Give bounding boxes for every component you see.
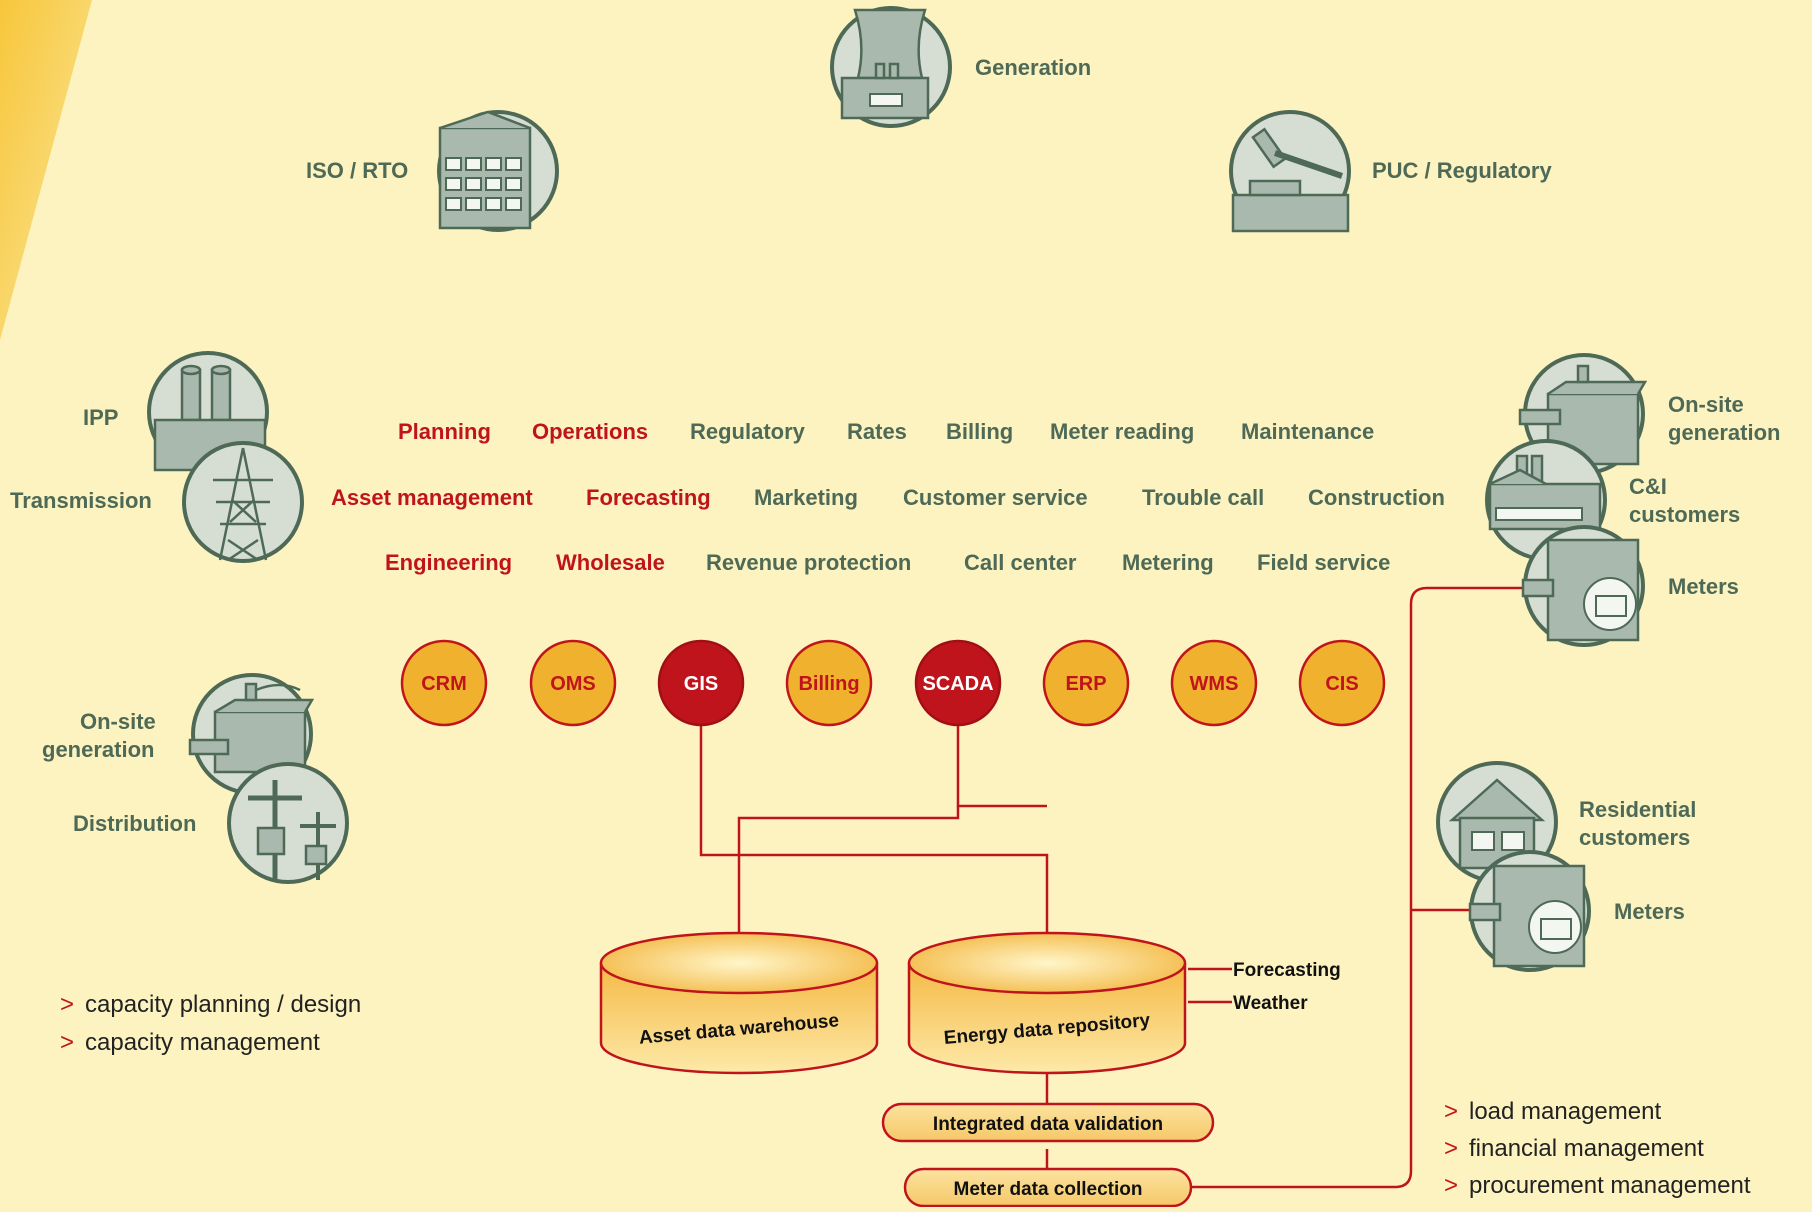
bullet-financial-management: financial management	[1469, 1135, 1704, 1162]
function-trouble-call: Trouble call	[1142, 485, 1264, 510]
function-billing: Billing	[946, 419, 1013, 444]
transmission-tower-icon	[182, 441, 304, 563]
system-label-cis: CIS	[1325, 673, 1358, 695]
business-functions: Planning Operations Regulatory Rates Bil…	[331, 419, 1445, 575]
function-maintenance: Maintenance	[1241, 419, 1374, 444]
meter-icon	[1521, 525, 1645, 647]
system-node-wms	[1170, 639, 1258, 727]
function-revenue-protection: Revenue protection	[706, 550, 911, 575]
system-node-erp	[1042, 639, 1130, 727]
bullets-left: > capacity planning / design > capacity …	[60, 991, 361, 1056]
system-label-scada: SCADA	[922, 673, 993, 695]
onsite-generation-right-line2: generation	[1668, 420, 1780, 445]
onsite-generation-left-line2: generation	[42, 737, 154, 762]
bullet-marker: >	[60, 991, 74, 1018]
residential-customers-line2: customers	[1579, 825, 1690, 850]
residential-customers-line1: Residential	[1579, 797, 1696, 822]
ipp-label: IPP	[83, 405, 118, 430]
system-node-billing	[785, 639, 873, 727]
bullet-capacity-management: capacity management	[85, 1029, 320, 1056]
asset-data-warehouse-cylinder: Asset data warehouse	[599, 931, 879, 1075]
function-regulatory: Regulatory	[690, 419, 806, 444]
bullet-load-management: load management	[1469, 1098, 1661, 1125]
integrated-data-validation-label: Integrated data validation	[933, 1114, 1163, 1135]
meters-bottom-label: Meters	[1614, 899, 1685, 924]
function-call-center: Call center	[964, 550, 1077, 575]
meter-data-collection-label: Meter data collection	[954, 1179, 1143, 1200]
system-node-scada	[914, 639, 1002, 727]
ci-customers-line2: customers	[1629, 502, 1740, 527]
corner-wedge	[0, 0, 92, 340]
bullet-marker: >	[60, 1029, 74, 1056]
utility-pole-icon	[227, 762, 349, 884]
generation-icon	[830, 6, 952, 128]
function-forecasting: Forecasting	[586, 485, 711, 510]
system-node-crm	[400, 639, 488, 727]
generation-label: Generation	[975, 55, 1091, 80]
function-wholesale: Wholesale	[556, 550, 665, 575]
puc-regulatory-label: PUC / Regulatory	[1372, 158, 1552, 183]
function-marketing: Marketing	[754, 485, 858, 510]
meter-data-collection-box	[903, 1167, 1193, 1208]
function-planning: Planning	[398, 419, 491, 444]
meter-icon	[1468, 850, 1591, 972]
function-meter-reading: Meter reading	[1050, 419, 1194, 444]
bullet-capacity-planning: capacity planning / design	[85, 991, 361, 1018]
office-building-icon	[437, 110, 559, 232]
bullet-marker: >	[1444, 1098, 1458, 1125]
weather-input-label: Weather	[1233, 993, 1308, 1014]
bullets-right: > load management > financial management…	[1444, 1098, 1751, 1199]
forecasting-input-label: Forecasting	[1233, 960, 1341, 981]
bullet-marker: >	[1444, 1172, 1458, 1199]
bullet-marker: >	[1444, 1135, 1458, 1162]
function-engineering: Engineering	[385, 550, 512, 575]
bullet-procurement-management: procurement management	[1469, 1172, 1751, 1199]
ci-customers-line1: C&I	[1629, 474, 1667, 499]
function-asset-management: Asset management	[331, 485, 533, 510]
function-customer-service: Customer service	[903, 485, 1088, 510]
system-label-billing: Billing	[798, 673, 859, 695]
system-label-gis: GIS	[684, 673, 718, 695]
system-label-crm: CRM	[421, 673, 467, 695]
function-construction: Construction	[1308, 485, 1445, 510]
system-label-oms: OMS	[550, 673, 596, 695]
energy-data-repository-cylinder: Energy data repository	[907, 931, 1187, 1075]
system-node-oms	[529, 639, 617, 727]
distribution-label: Distribution	[73, 811, 196, 836]
integrated-data-validation-box	[881, 1102, 1215, 1143]
onsite-generation-right-line1: On-site	[1668, 392, 1744, 417]
system-node-cis	[1298, 639, 1386, 727]
connector-lines	[699, 586, 1523, 1189]
system-label-wms: WMS	[1190, 673, 1239, 695]
function-metering: Metering	[1122, 550, 1214, 575]
iso-rto-label: ISO / RTO	[306, 158, 408, 183]
meters-top-label: Meters	[1668, 574, 1739, 599]
system-node-gis	[657, 639, 745, 727]
transmission-label: Transmission	[10, 488, 152, 513]
gavel-icon	[1229, 110, 1351, 233]
system-label-erp: ERP	[1065, 673, 1106, 695]
function-field-service: Field service	[1257, 550, 1390, 575]
system-nodes: CRM OMS GIS Billing SCADA ERP WMS CIS	[400, 639, 1386, 727]
onsite-generation-left-line1: On-site	[80, 709, 156, 734]
function-operations: Operations	[532, 419, 648, 444]
function-rates: Rates	[847, 419, 907, 444]
